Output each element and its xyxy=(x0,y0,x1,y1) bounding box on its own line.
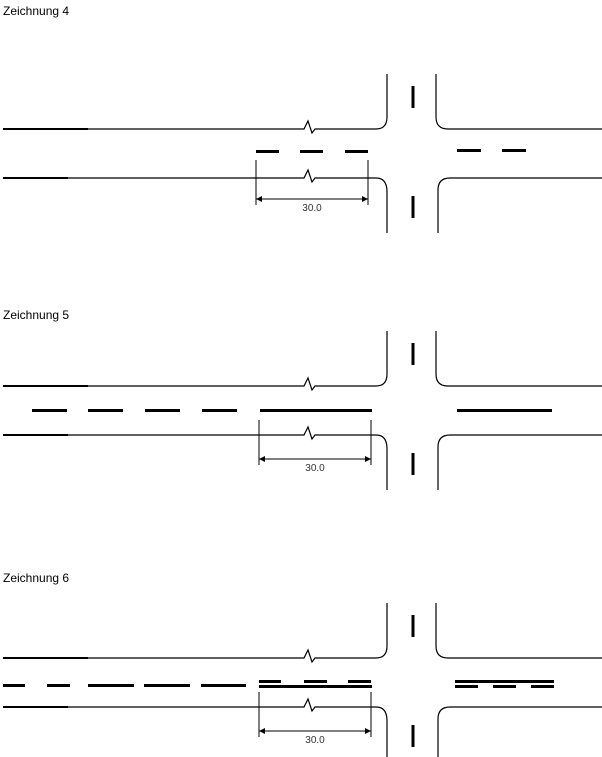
dimension-label: 30.0 xyxy=(305,735,325,746)
drawing-4-title: Zeichnung 4 xyxy=(3,4,70,18)
dimension-label: 30.0 xyxy=(302,203,322,214)
road-edge-top-right xyxy=(435,603,602,659)
road-edge-top-left xyxy=(3,74,388,135)
drawing-6: 30.0 xyxy=(3,603,602,757)
road-edge-bottom-left xyxy=(3,168,388,233)
road-edge-top-left xyxy=(3,603,388,664)
dimension-label: 30.0 xyxy=(305,463,325,474)
road-edge-bottom-right xyxy=(437,177,602,233)
road-edge-bottom-left xyxy=(3,425,388,490)
road-edge-top-left xyxy=(3,331,388,392)
drawing-4: 30.0 xyxy=(3,74,602,233)
dimension-arrow xyxy=(256,196,262,202)
road-edge-top-right xyxy=(435,331,602,387)
road-edge-top-right xyxy=(435,74,602,130)
road-edge-bottom-left xyxy=(3,697,388,757)
dimension-arrow xyxy=(365,456,371,462)
drawing-6-title: Zeichnung 6 xyxy=(3,571,70,585)
road-edge-bottom-right xyxy=(437,706,602,757)
dimension-arrow xyxy=(362,196,368,202)
dimension-arrow xyxy=(365,728,371,734)
dimension-arrow xyxy=(259,456,265,462)
dimension-arrow xyxy=(259,728,265,734)
drawing-5-title: Zeichnung 5 xyxy=(3,308,70,322)
drawing-5: 30.0 xyxy=(3,331,602,490)
road-edge-bottom-right xyxy=(437,434,602,490)
